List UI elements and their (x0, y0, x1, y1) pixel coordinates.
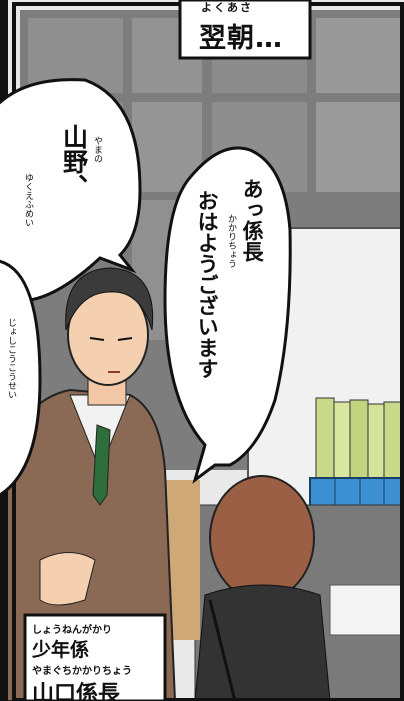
name-full: 山口係長 (32, 682, 121, 701)
name-role: 少年係 (32, 639, 90, 661)
name-ruby-role: しょうねんがかり (32, 625, 112, 636)
bubble-right-line2: おはようございます (195, 190, 220, 379)
caption-ruby: よくあさ (201, 1, 253, 14)
caption-box (178, 0, 312, 60)
ruby-yamano: やまの (92, 136, 102, 163)
ruby-yukuefumei: ゆくえふめい (23, 173, 33, 227)
bubble-left-line1: 山野、 (59, 124, 89, 199)
bubble-right-line1: あっ係長 (240, 178, 265, 262)
name-label-box (23, 613, 167, 701)
woman-character (194, 475, 331, 701)
ruby-kakaricho: かかりちょう (226, 214, 236, 268)
caption-title: 翌朝… (199, 23, 283, 54)
ruby-joshikoukousei: じょしこうこうせい (6, 318, 16, 399)
name-ruby-name: やまぐちかかりちょう (32, 666, 132, 677)
speech-bubble-right (163, 146, 292, 484)
speech-bubble-left (0, 78, 142, 302)
